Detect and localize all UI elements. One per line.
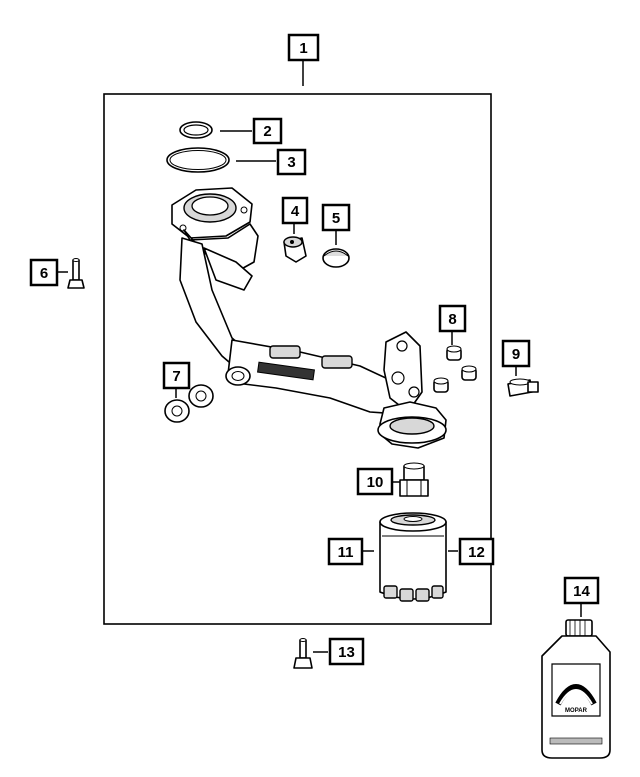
bolt-bottom	[293, 638, 313, 669]
callout-10[interactable]: 10	[356, 467, 394, 496]
callout-5[interactable]: 5	[321, 203, 351, 232]
svg-text:14: 14	[573, 583, 590, 600]
fitting	[283, 236, 307, 263]
callout-4[interactable]: 4	[281, 196, 309, 225]
svg-text:8: 8	[448, 311, 456, 328]
gasket-ring	[166, 147, 230, 173]
callout-8[interactable]: 8	[438, 304, 467, 333]
bushing-pair	[164, 384, 214, 423]
svg-text:9: 9	[512, 346, 520, 363]
svg-text:4: 4	[291, 203, 300, 220]
dowel-pins	[433, 345, 477, 393]
callout-7[interactable]: 7	[162, 361, 191, 390]
bolt-right	[507, 378, 539, 397]
bottle-brand-label: MOPAR	[565, 708, 588, 714]
assembly-frame	[103, 93, 492, 625]
callout-12[interactable]: 12	[458, 537, 495, 566]
callout-11[interactable]: 11	[327, 537, 364, 566]
svg-text:2: 2	[263, 123, 271, 140]
svg-text:5: 5	[332, 210, 340, 227]
oil-filter-housing	[171, 187, 447, 449]
svg-text:12: 12	[468, 544, 485, 561]
callout-6[interactable]: 6	[29, 258, 59, 287]
callout-13[interactable]: 13	[328, 637, 365, 666]
svg-text:1: 1	[299, 40, 307, 57]
bolt-left	[67, 258, 85, 289]
callout-14[interactable]: 14	[563, 576, 600, 605]
cap-plug	[322, 248, 350, 268]
svg-text:6: 6	[40, 265, 48, 282]
callout-3[interactable]: 3	[276, 148, 307, 176]
svg-text:7: 7	[172, 368, 180, 385]
svg-text:3: 3	[287, 154, 295, 171]
callout-9[interactable]: 9	[501, 339, 531, 368]
oil-filter	[379, 512, 447, 602]
callout-2[interactable]: 2	[252, 117, 283, 145]
o-ring-small	[179, 121, 213, 139]
svg-text:11: 11	[338, 544, 354, 561]
callout-1[interactable]: 1	[287, 33, 320, 62]
oil-bottle: MOPAR	[541, 619, 611, 759]
svg-text:13: 13	[338, 644, 355, 661]
filter-adapter	[399, 462, 429, 497]
svg-text:10: 10	[367, 474, 384, 491]
